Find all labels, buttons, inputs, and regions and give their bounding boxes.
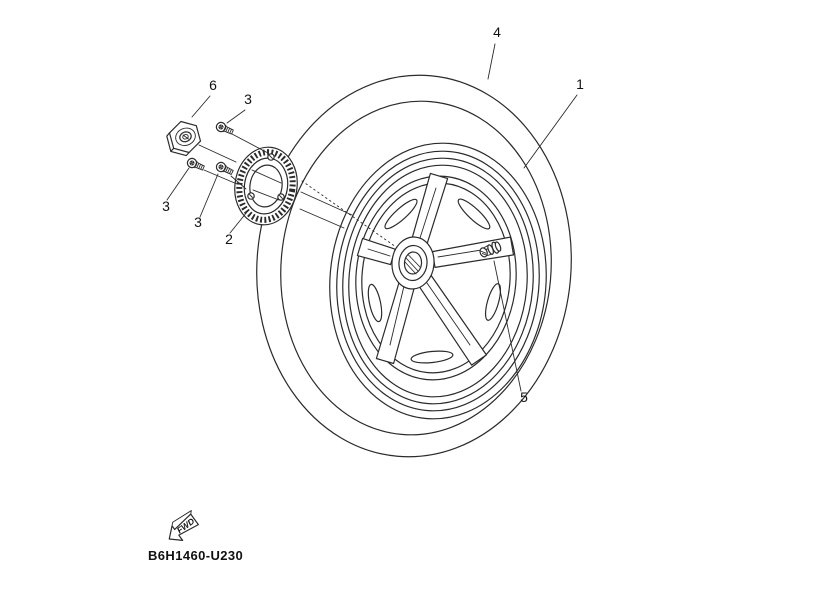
leader-line-3b xyxy=(166,167,190,201)
screw-left xyxy=(186,157,205,171)
callout-leader-lines xyxy=(166,43,578,392)
leader-line-3a xyxy=(226,109,246,124)
leader-line-3c xyxy=(199,173,219,218)
part-code: B6H1460-U230 xyxy=(148,548,243,563)
wheel-hub xyxy=(391,236,435,290)
callout-label-5: 5 xyxy=(520,389,528,405)
screw-middle xyxy=(215,161,234,175)
callout-label-2: 2 xyxy=(225,231,233,247)
tire-outline xyxy=(256,74,572,458)
valve-stem xyxy=(479,241,502,258)
sensor-rotor-ring xyxy=(234,146,298,226)
callout-label-1: 1 xyxy=(576,76,584,92)
leader-line-4 xyxy=(487,43,496,80)
callout-label-6: 6 xyxy=(209,77,217,93)
screw-top xyxy=(215,121,234,135)
rim-cutout-slots xyxy=(367,198,502,364)
callout-label-3b: 3 xyxy=(162,198,170,214)
leader-line-5 xyxy=(493,260,522,392)
leader-line-1 xyxy=(523,94,578,169)
leader-line-6 xyxy=(191,95,211,118)
callout-label-3a: 3 xyxy=(244,91,252,107)
assembly-guide-lines xyxy=(198,133,353,229)
callout-label-3c: 3 xyxy=(194,214,202,230)
callout-label-4: 4 xyxy=(493,24,501,40)
assembly-axis-dotted-line xyxy=(301,180,407,255)
callout-labels: 4 1 6 3 3 3 2 5 xyxy=(162,24,584,405)
fwd-direction-arrow: FWD xyxy=(168,510,199,541)
hex-nut xyxy=(166,120,202,157)
leader-line-2 xyxy=(229,211,248,234)
